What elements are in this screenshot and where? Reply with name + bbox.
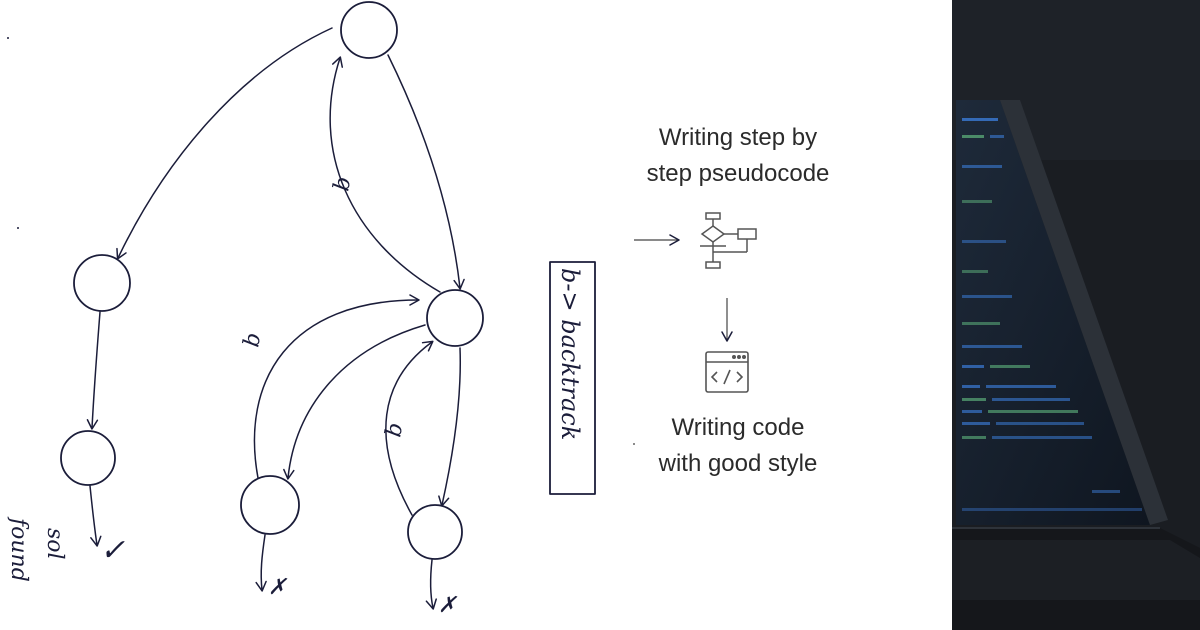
- caption-line: Writing step by: [658, 124, 818, 151]
- stray-dot: [7, 37, 9, 39]
- workflow-panel: [633, 212, 757, 445]
- tail-mid-leaf: [255, 534, 267, 592]
- edge-root-to-right: [387, 54, 465, 290]
- edge-label-b-mid: b: [239, 331, 266, 349]
- edge-right-leaf-back-to-right: [385, 340, 434, 516]
- stray-dot: [17, 227, 19, 229]
- edge-right-to-mid-leaf: [283, 324, 426, 480]
- edge-left-to-left-child: [86, 311, 101, 430]
- tree-node-root: [340, 1, 398, 59]
- code-window-icon: [705, 351, 749, 393]
- laptop-screen: [956, 100, 1150, 525]
- tree-node-mid-leaf: [240, 475, 300, 535]
- backtracking-tree: b b b ✓ sol found ✗ ✗ b-> backtrack: [6, 1, 596, 618]
- edge-right-to-right-leaf: [438, 347, 462, 507]
- backtrack-note: b-> backtrack: [556, 268, 584, 440]
- screen-code-lines: [962, 118, 1142, 511]
- caption-line: with good style: [658, 450, 818, 477]
- solution-text-found: found: [6, 516, 31, 582]
- edge-root-to-left: [116, 27, 333, 260]
- code-style-caption: Writing code with good style: [628, 410, 848, 482]
- solution-text-sol: sol: [42, 528, 67, 560]
- fail-mark-mid: ✗: [268, 575, 288, 600]
- edge-mid-leaf-back-to-right: [253, 294, 420, 479]
- fail-mark-right: ✗: [438, 593, 458, 618]
- tail-right-leaf: [425, 559, 437, 610]
- caption-line: Writing code: [671, 414, 805, 441]
- tail-left-child: [89, 485, 102, 547]
- step-pseudocode-caption: Writing step by step pseudocode: [628, 120, 848, 192]
- laptop-photo: [952, 0, 1200, 630]
- tree-node-left-child: [60, 430, 116, 486]
- edge-label-b-top: b: [329, 175, 356, 193]
- tree-node-left: [73, 254, 131, 312]
- tree-node-right-leaf: [407, 504, 463, 560]
- backtrack-note-box: [549, 261, 596, 495]
- edge-label-b-right: b: [381, 421, 408, 439]
- stray-dot: [633, 443, 635, 445]
- tree-node-right: [426, 289, 484, 347]
- caption-line: step pseudocode: [646, 160, 830, 187]
- solution-check-mark: ✓: [100, 533, 125, 568]
- flowchart-icon: [700, 212, 757, 269]
- edge-right-back-to-root: [329, 56, 441, 293]
